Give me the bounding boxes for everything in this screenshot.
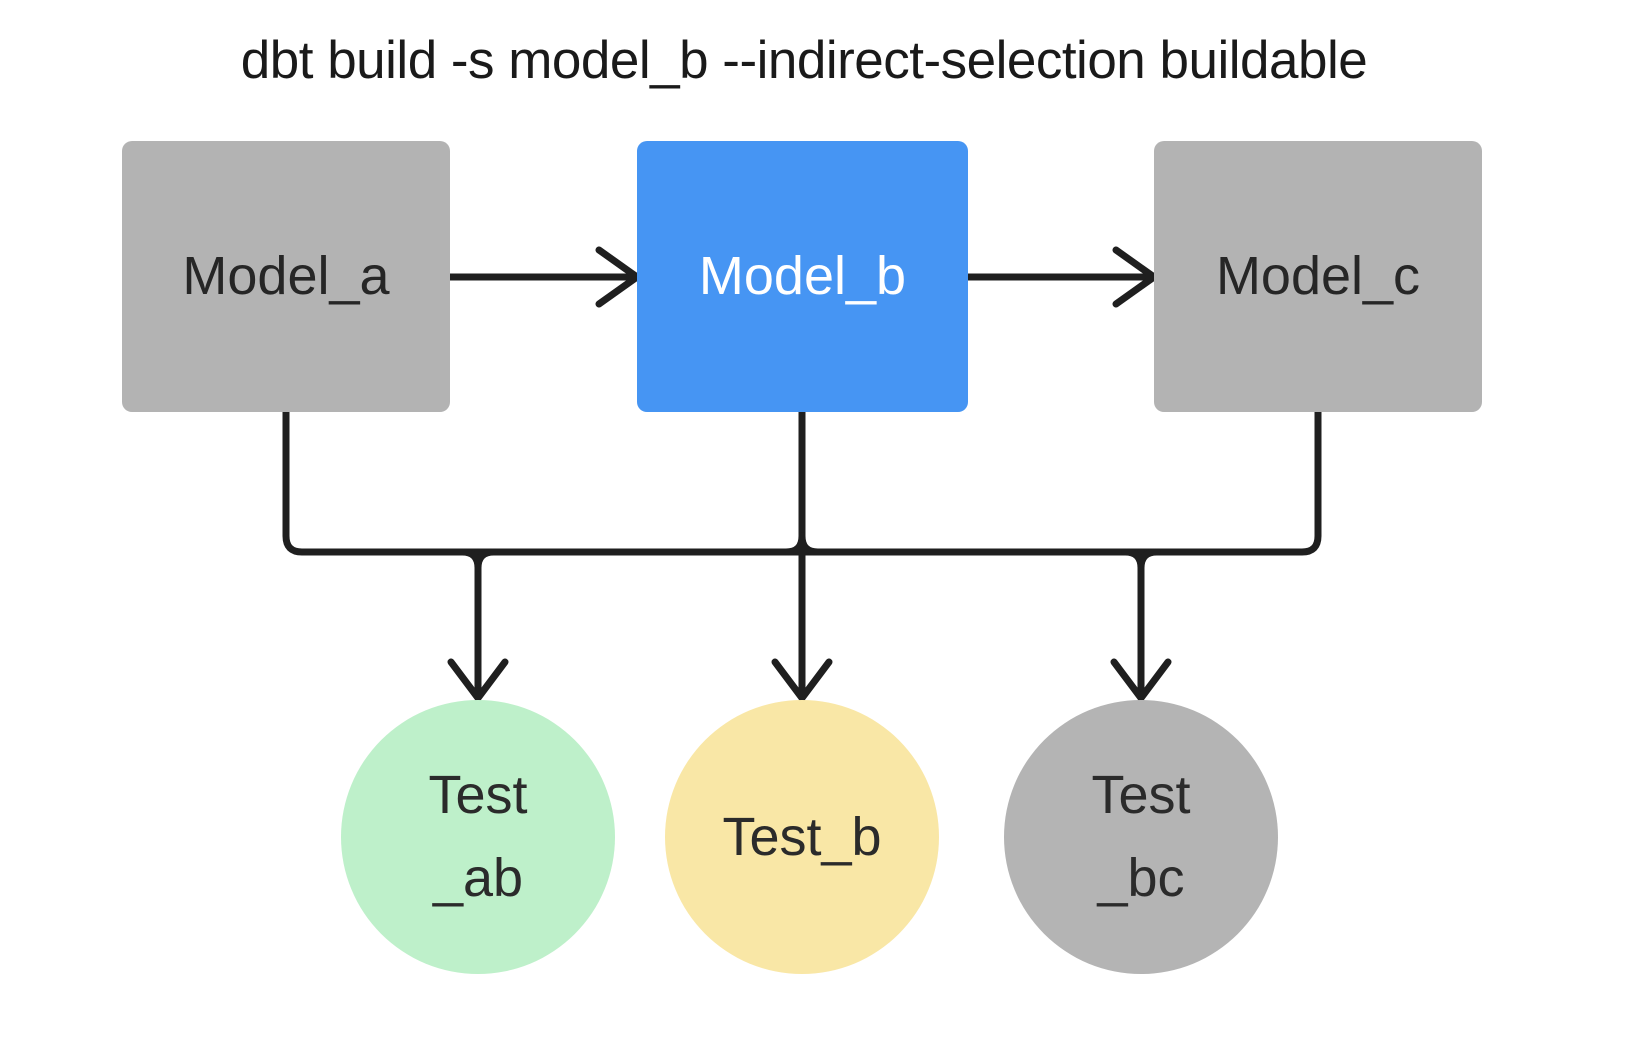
diagram-title: dbt build -s model_b --indirect-selectio…: [240, 31, 1368, 90]
node-test-ab-label-line1: Test: [428, 765, 528, 825]
arrowhead-down-icon: [1110, 658, 1172, 702]
node-test-b: Test_b: [665, 700, 939, 974]
node-model-b-label: Model_b: [698, 246, 907, 306]
junction-fillet: [782, 532, 822, 556]
node-model-a-label: Model_a: [182, 246, 390, 306]
arrowhead-down-icon: [447, 658, 509, 702]
node-model-c-label: Model_c: [1215, 246, 1421, 306]
junction-fillet: [458, 548, 498, 572]
node-model-a: Model_a: [122, 141, 450, 412]
node-test-bc-label-line1: Test: [1091, 765, 1191, 825]
edges-group: [282, 246, 1322, 702]
node-model-b: Model_b: [637, 141, 968, 412]
node-test-bc-label-line2: _bc: [1097, 848, 1185, 908]
node-model-c: Model_c: [1154, 141, 1482, 412]
junction-fillet: [1121, 548, 1161, 572]
node-test-bc: Test _bc: [1004, 700, 1278, 974]
node-test-b-label-line1: Test_b: [722, 806, 882, 867]
node-test-ab-label-line2: _ab: [432, 848, 524, 908]
arrowhead-down-icon: [771, 658, 833, 702]
node-test-ab: Test _ab: [341, 700, 615, 974]
